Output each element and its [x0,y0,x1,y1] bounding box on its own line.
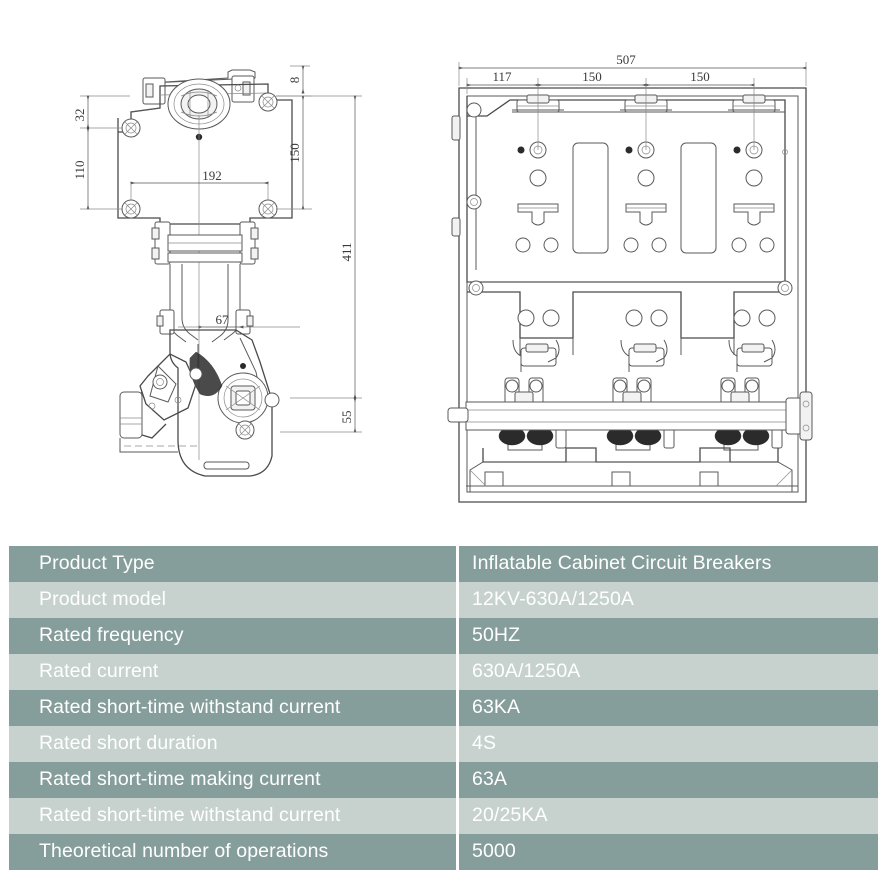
spec-label: Theoretical number of operations [9,834,457,870]
table-row: Rated current 630A/1250A [9,654,878,690]
spec-label: Rated short-time withstand current [9,690,457,726]
spec-value: 12KV-630A/1250A [456,582,878,618]
spec-value: 50HZ [456,618,878,654]
table-row: Product model 12KV-630A/1250A [9,582,878,618]
table-row: Product Type Inflatable Cabinet Circuit … [9,546,878,582]
technical-drawing-area: .ln { fill:none; stroke:#5a5a5a; stroke-… [72,52,813,503]
top-terminals [512,94,785,113]
spec-label: Product Type [9,546,457,582]
dim-150a-label: 150 [582,69,602,84]
side-view-dimensions: 8 32 110 150 192 411 [72,65,362,433]
dim-507-label: 507 [616,52,636,67]
table-row: Rated short-time withstand current 63KA [9,690,878,726]
mounting-bolts [121,92,278,219]
spec-label: Product model [9,582,457,618]
spec-label: Rated short-time making current [9,762,457,798]
spec-label: Rated short-time withstand current [9,798,457,834]
front-view-dimensions: 507 117 150 150 [458,52,807,150]
table-row: Rated frequency 50HZ [9,618,878,654]
table-row: Rated short-time withstand current 20/25… [9,798,878,834]
dim-192-label: 192 [202,168,222,183]
spec-value: Inflatable Cabinet Circuit Breakers [456,546,878,582]
dim-55-label: 55 [339,411,354,424]
spec-value: 630A/1250A [456,654,878,690]
dim-117-label: 117 [492,69,512,84]
table-row: Rated short duration 4S [9,726,878,762]
spec-label: Rated short duration [9,726,457,762]
dim-67-label: 67 [216,312,230,327]
bushing-top [167,78,231,130]
pole-face-details [515,141,788,254]
spec-value: 5000 [456,834,878,870]
main-shaft [447,391,813,441]
spec-label: Rated current [9,654,457,690]
dim-8-label: 8 [287,77,302,84]
dim-110-label: 110 [72,160,87,179]
spec-label: Rated frequency [9,618,457,654]
outline-dimension-drawing: .ln { fill:none; stroke:#5a5a5a; stroke-… [72,52,813,503]
side-view: 8 32 110 150 192 411 [72,65,362,477]
dim-32-label: 32 [72,109,87,122]
spec-value: 63KA [456,690,878,726]
dim-411-label: 411 [339,242,354,261]
spec-table-body: Product Type Inflatable Cabinet Circuit … [9,546,878,870]
spec-value: 20/25KA [456,798,878,834]
specification-table: Product Type Inflatable Cabinet Circuit … [9,546,878,870]
table-row: Theoretical number of operations 5000 [9,834,878,870]
dim-150-label: 150 [287,143,302,163]
spec-value: 63A [456,762,878,798]
front-view: 507 117 150 150 [447,52,813,503]
table-row: Rated short-time making current 63A [9,762,878,798]
dim-150b-label: 150 [690,69,710,84]
bushing-bottom [217,372,269,424]
spec-value: 4S [456,726,878,762]
